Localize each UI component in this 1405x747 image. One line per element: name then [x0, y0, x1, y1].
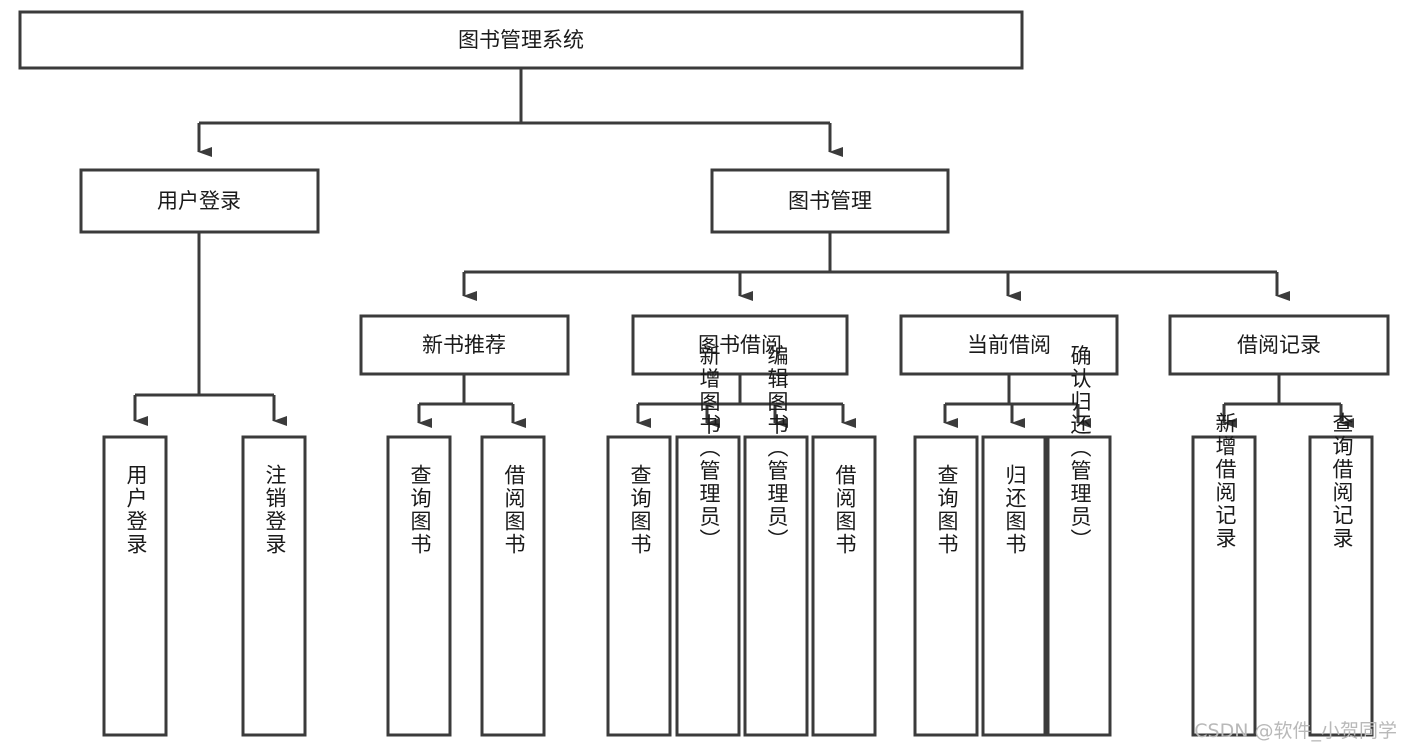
leaf-new-book-query-box — [386, 435, 452, 737]
connector-book-management-to-level2 — [462, 232, 1290, 301]
leaf-current-query[interactable]: 查询图书 — [913, 435, 979, 737]
leaf-user-login-login-label: 用户登录 — [124, 464, 148, 556]
leaf-borrow-edit-book[interactable]: 编辑图书（管理员） — [743, 345, 809, 737]
node-book-management-label: 图书管理 — [788, 189, 872, 213]
leaf-borrow-query[interactable]: 查询图书 — [606, 435, 672, 737]
connector-current-borrow-to-leaves — [943, 374, 1091, 428]
leaf-borrow-add-book[interactable]: 新增图书（管理员） — [675, 345, 741, 737]
node-user-login-label: 用户登录 — [157, 189, 241, 213]
node-root-label: 图书管理系统 — [458, 28, 584, 52]
leaf-record-query-box — [1308, 435, 1374, 737]
connector-borrow-record-to-leaves — [1222, 374, 1354, 428]
leaf-borrow-borrow-book[interactable]: 借阅图书 — [811, 435, 877, 737]
node-book-borrow-label: 图书借阅 — [698, 333, 782, 357]
leaf-new-book-borrow-box — [480, 435, 546, 737]
leaf-user-login-logout-box — [241, 435, 307, 737]
node-new-book-recommend[interactable]: 新书推荐 — [359, 314, 570, 376]
leaf-new-book-borrow-label: 借阅图书 — [502, 464, 526, 556]
leaf-record-query-label: 查询借阅记录 — [1330, 412, 1354, 550]
leaf-current-return[interactable]: 归还图书 — [981, 435, 1047, 737]
leaf-borrow-query-label: 查询图书 — [628, 464, 652, 556]
leaf-current-query-box — [913, 435, 979, 737]
node-current-borrow-label: 当前借阅 — [967, 333, 1051, 357]
leaf-current-confirm-return-box — [1046, 435, 1112, 737]
leaf-user-login-login[interactable]: 用户登录 — [102, 435, 168, 737]
leaf-user-login-login-box — [102, 435, 168, 737]
node-book-borrow[interactable]: 图书借阅 — [631, 314, 849, 376]
leaf-current-confirm-return[interactable]: 确认归还（管理员） — [1046, 345, 1112, 737]
leaf-borrow-borrow-book-box — [811, 435, 877, 737]
node-user-login[interactable]: 用户登录 — [79, 168, 320, 234]
leaf-record-add[interactable]: 新增借阅记录 — [1191, 412, 1257, 737]
connector-root-to-level1 — [197, 68, 843, 157]
node-root-box — [18, 10, 1024, 70]
node-root[interactable]: 图书管理系统 — [18, 10, 1024, 70]
leaf-current-confirm-return-label: 确认归还（管理员） — [1068, 345, 1092, 552]
leaf-record-add-label: 新增借阅记录 — [1213, 412, 1237, 550]
leaf-new-book-query[interactable]: 查询图书 — [386, 435, 452, 737]
leaf-borrow-add-book-label: 新增图书（管理员） — [697, 345, 721, 552]
node-borrow-record-label: 借阅记录 — [1237, 333, 1321, 357]
leaf-record-add-box — [1191, 435, 1257, 737]
leaf-borrow-add-book-box — [675, 435, 741, 737]
connector-book-borrow-to-leaves — [636, 374, 856, 428]
leaf-user-login-logout-label: 注销登录 — [263, 464, 287, 556]
leaf-current-return-label: 归还图书 — [1003, 464, 1027, 556]
node-borrow-record-box — [1168, 314, 1390, 376]
leaf-new-book-query-label: 查询图书 — [408, 464, 432, 556]
connector-new-book-to-leaves — [417, 374, 526, 428]
node-new-book-recommend-label: 新书推荐 — [422, 333, 506, 357]
node-book-management[interactable]: 图书管理 — [710, 168, 950, 234]
leaf-current-return-box — [981, 435, 1047, 737]
leaf-borrow-query-box — [606, 435, 672, 737]
node-user-login-box — [79, 168, 320, 234]
leaf-user-login-logout[interactable]: 注销登录 — [241, 435, 307, 737]
node-borrow-record[interactable]: 借阅记录 — [1168, 314, 1390, 376]
node-new-book-recommend-box — [359, 314, 570, 376]
leaf-current-query-label: 查询图书 — [935, 464, 959, 556]
leaf-borrow-edit-book-box — [743, 435, 809, 737]
leaf-borrow-edit-book-label: 编辑图书（管理员） — [765, 345, 789, 552]
leaf-new-book-borrow[interactable]: 借阅图书 — [480, 435, 546, 737]
leaf-record-query[interactable]: 查询借阅记录 — [1308, 412, 1374, 737]
leaf-borrow-borrow-book-label: 借阅图书 — [833, 464, 857, 556]
connector-user-login-to-leaves — [133, 232, 287, 426]
